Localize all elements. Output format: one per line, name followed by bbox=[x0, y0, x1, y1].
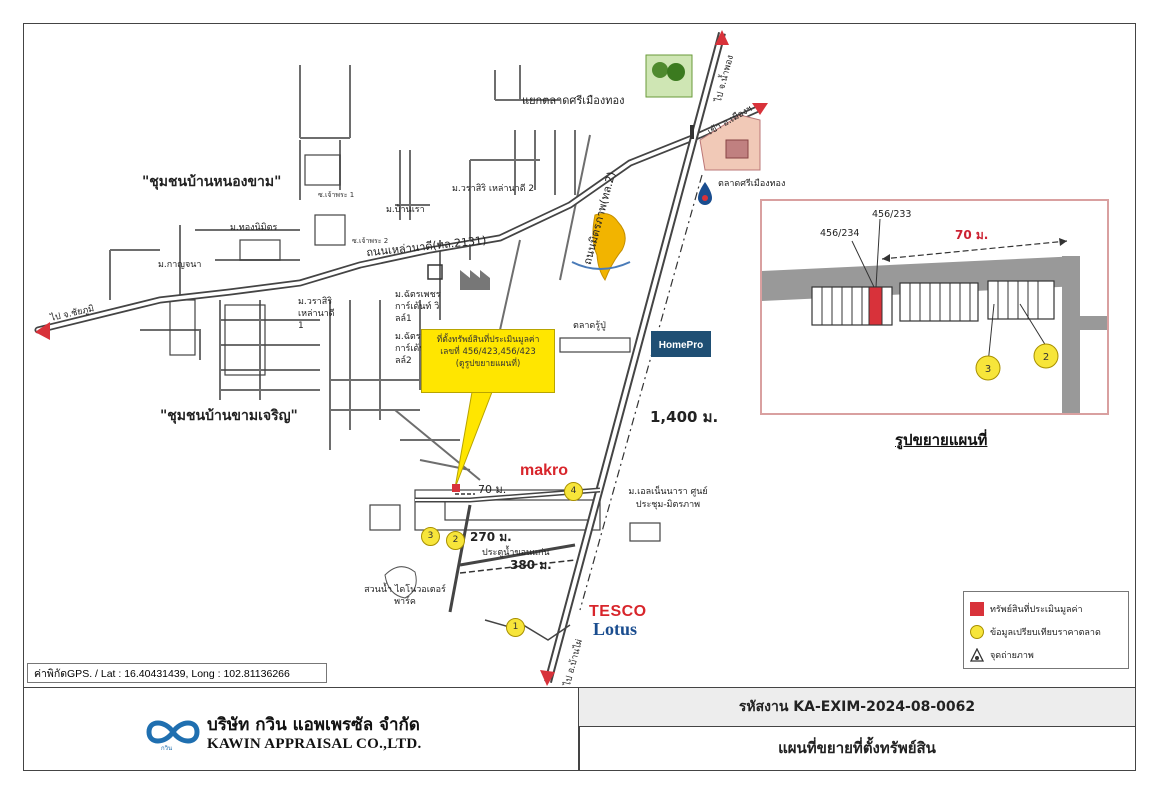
place-soi-1: ซ.เจ้าพระ 1 bbox=[318, 191, 355, 199]
legend-swatch-yellow bbox=[970, 624, 984, 639]
place-mu-ban-rao: ม.บ้านเรา bbox=[386, 205, 425, 215]
inset-label-a: 456/234 bbox=[820, 228, 860, 239]
inset-drawing: 3 2 bbox=[762, 218, 1107, 413]
inset-label-b: 456/233 bbox=[872, 209, 912, 220]
camera-point-icon bbox=[970, 647, 984, 662]
place-chatsiri-2: ม.ฉัตรเพชร การ์เด้นท์ วิลล์2 bbox=[395, 332, 441, 366]
place-soi-2: ซ.เจ้าพระ 2 bbox=[352, 237, 389, 245]
inset-marker-3: 3 bbox=[985, 364, 991, 375]
makro-logo: makro bbox=[520, 462, 569, 479]
distance-270: 270 ม. bbox=[470, 530, 512, 544]
title-divider bbox=[578, 687, 580, 771]
svg-text:กวิน: กวิน bbox=[161, 745, 172, 752]
map-canvas: "ชุมชนบ้านหนองขาม" "ชุมชนบ้านขามเจริญ" ถ… bbox=[34, 30, 786, 687]
place-hotel: ม.เอลเน็นนารา ศูนย์ประชุม-มิตรภาพ bbox=[628, 487, 708, 510]
title-block bbox=[23, 687, 1136, 771]
inset-marker-2: 2 bbox=[1043, 352, 1049, 363]
place-warasiri-2: ม.วราสิริ เหล่านาดี 2 bbox=[452, 184, 535, 194]
legend-item-comparable: ข้อมูลเปรียบเทียบราคาตลาด bbox=[970, 620, 1122, 643]
community-nong-kham: "ชุมชนบ้านหนองขาม" bbox=[142, 174, 282, 190]
document-title: แผนที่ขยายที่ตั้งทรัพย์สิน bbox=[778, 739, 936, 757]
place-kanchon: ม.กาญจนา bbox=[158, 260, 202, 270]
place-warasiri-1: ม.วราสิริ เหล่านาดี 1 bbox=[298, 297, 335, 331]
legend-swatch-red bbox=[970, 601, 984, 616]
lotus-logo: Lotus bbox=[593, 619, 638, 639]
callout-line-3: (ดูรูปขยายแผนที่) bbox=[455, 359, 521, 369]
legend-item-photo: จุดถ่ายภาพ bbox=[970, 643, 1122, 666]
legend-label: จุดถ่ายภาพ bbox=[990, 650, 1034, 661]
callout-line-1: ที่ตั้งทรัพย์สินที่ประเมินมูลค่า bbox=[436, 335, 540, 345]
callout-line-2: เลขที่ 456/423,456/423 bbox=[440, 347, 536, 357]
comparable-marker-1: 1 bbox=[506, 618, 525, 637]
distance-1400: 1,400 ม. bbox=[650, 408, 719, 426]
place-water-park: สวนน้ำ ไดโนวอเตอร์พาร์ค bbox=[364, 585, 446, 607]
place-nong-nimit: ม.ทองนิมิตร bbox=[230, 223, 278, 233]
tesco-logo: TESCO bbox=[589, 603, 647, 620]
comparable-marker-4: 4 bbox=[564, 482, 583, 501]
homepro-logo: HomePro bbox=[651, 331, 711, 357]
inset-title: รูปขยายแผนที่ bbox=[895, 431, 988, 449]
community-kham-charoen: "ชุมชนบ้านขามเจริญ" bbox=[160, 408, 298, 424]
map-legend: ทรัพย์สินที่ประเมินมูลค่า ข้อมูลเปรียบเท… bbox=[963, 591, 1129, 669]
place-talat: ตลาดรู้ปู่ bbox=[573, 321, 606, 331]
inset-distance: 70 ม. bbox=[955, 228, 989, 242]
legend-label: ข้อมูลเปรียบเทียบราคาตลาด bbox=[990, 627, 1101, 638]
property-callout: ที่ตั้งทรัพย์สินที่ประเมินมูลค่า เลขที่ … bbox=[421, 329, 555, 393]
road-network bbox=[34, 30, 768, 686]
distance-70: 70 ม. bbox=[478, 483, 507, 496]
comparable-marker-3: 3 bbox=[421, 527, 440, 546]
kawin-logo-icon: กวิน bbox=[146, 720, 200, 752]
gps-coordinates: ค่าพิกัดGPS. / Lat : 16.40431439, Long :… bbox=[27, 663, 327, 683]
legend-label: ทรัพย์สินที่ประเมินมูลค่า bbox=[990, 604, 1083, 615]
company-name-english: KAWIN APPRAISAL CO.,LTD. bbox=[207, 736, 422, 752]
place-market: ตลาดศรีเมืองทอง bbox=[718, 179, 786, 189]
place-chatsiri-1: ม.ฉัตรเพชร การ์เด้นท์ วิลล์1 bbox=[395, 290, 441, 324]
place-market-junction: แยกตลาดศรีเมืองทอง bbox=[522, 94, 625, 107]
company-name-thai: บริษัท กวิน แอพเพรซัล จำกัด bbox=[207, 715, 420, 735]
distance-380: 380 ม. bbox=[510, 558, 552, 572]
place-khonkaen-gate: ประตูน้ำขอนแก่น bbox=[482, 548, 550, 558]
inset-map: 3 2 456/234 456/233 70 ม. bbox=[760, 199, 1109, 415]
job-code: รหัสงาน KA-EXIM-2024-08-0062 bbox=[579, 688, 1135, 727]
comparable-marker-2: 2 bbox=[446, 531, 465, 550]
legend-item-property: ทรัพย์สินที่ประเมินมูลค่า bbox=[970, 597, 1122, 620]
